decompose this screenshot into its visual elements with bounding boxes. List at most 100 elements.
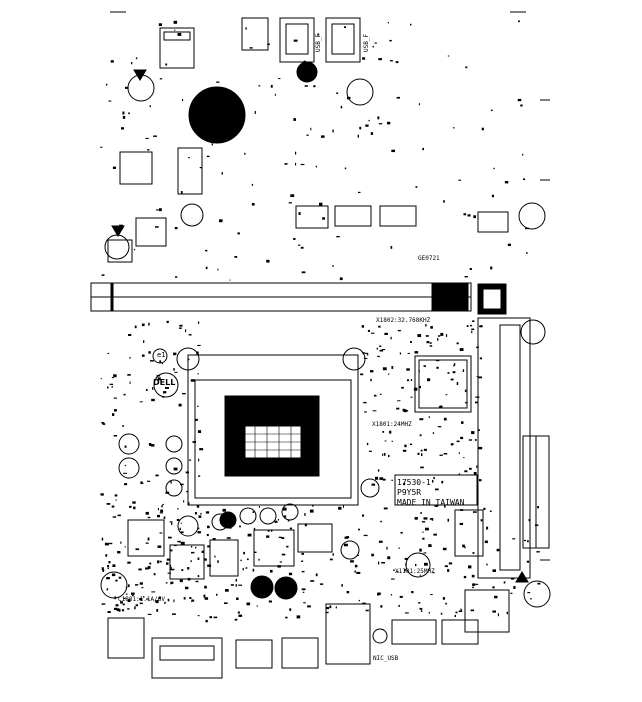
component-mark [252,568,255,572]
battery-label: C1801:1.1A/6V [118,596,165,603]
component-mark [418,369,420,373]
component-mark [432,572,435,574]
component-mark [158,23,162,26]
component-mark [423,552,427,554]
component-mark [368,119,370,122]
component-mark [335,606,337,609]
component-mark [475,439,477,441]
component-mark [165,387,169,389]
component-mark [132,594,134,597]
component-mark [377,592,381,595]
component-mark [123,472,128,474]
silk-line-2: P9Y5R [397,488,422,497]
component-mark [473,472,477,475]
component-mark [288,572,293,576]
component-mark [141,323,145,327]
component-mark [458,179,461,181]
component-mark [293,118,296,121]
component-mark [479,479,482,482]
component-mark [160,509,164,513]
component-mark [404,557,409,560]
component-mark [463,575,467,579]
component-mark [459,522,464,525]
component-mark [147,566,151,569]
component-mark [302,591,305,593]
component-mark [169,565,172,567]
component-mark [424,562,428,566]
component-mark [189,597,192,599]
component-mark [230,584,234,586]
component-mark [370,370,374,373]
component-mark [100,378,102,380]
component-mark [238,584,243,586]
component-mark [367,329,370,332]
component-mark [151,398,155,402]
component-mark [113,374,117,378]
component-mark [267,530,270,532]
component-mark [145,542,149,544]
component-mark [112,166,116,169]
component-mark [170,581,172,585]
component-mark [479,325,483,328]
component-mark [181,569,184,571]
component-mark [460,436,464,440]
component-mark [340,105,343,109]
component-mark [171,522,173,525]
component-mark [478,376,482,379]
component-mark [173,352,177,356]
component-mark [281,537,285,539]
component-mark [135,57,138,60]
component-mark [224,602,228,604]
component-mark [293,238,296,240]
nic-label: NIC_USB [373,655,399,662]
component-mark [507,243,511,246]
component-mark [492,610,496,613]
component-mark [135,584,139,586]
component-mark [432,432,435,434]
component-mark [289,608,292,611]
component-mark [472,586,474,589]
component-mark [344,543,348,547]
component-mark [155,226,159,228]
component-mark [239,525,241,528]
component-mark [433,476,435,480]
component-mark [170,480,172,484]
component-mark [217,268,219,271]
component-mark [197,373,199,375]
component-mark [344,26,346,28]
component-mark [435,488,439,491]
component-mark [274,520,278,523]
component-mark [363,357,368,359]
component-mark [471,431,475,435]
component-mark [122,425,124,427]
component-mark [450,443,453,446]
component-mark [195,580,199,583]
component-mark [387,556,391,560]
component-mark [534,524,539,526]
component-mark [523,178,526,181]
component-mark [523,539,527,542]
component-mark [174,545,177,547]
component-mark [113,397,117,399]
component-mark [365,609,369,612]
component-mark [310,127,312,131]
component-mark [135,548,140,551]
component-mark [439,454,443,456]
component-mark [390,594,393,596]
component-mark [188,334,192,336]
component-mark [526,252,528,254]
component-mark [129,505,132,508]
component-mark [418,602,421,604]
component-mark [165,63,168,66]
component-mark [105,554,108,557]
component-mark [387,121,391,125]
component-mark [124,483,128,486]
component-mark [205,619,208,623]
component-mark [361,325,364,328]
component-mark [403,482,406,486]
component-mark [163,391,167,394]
component-mark [382,431,385,433]
component-mark [464,276,468,278]
component-mark [237,232,240,235]
component-mark [216,593,218,596]
